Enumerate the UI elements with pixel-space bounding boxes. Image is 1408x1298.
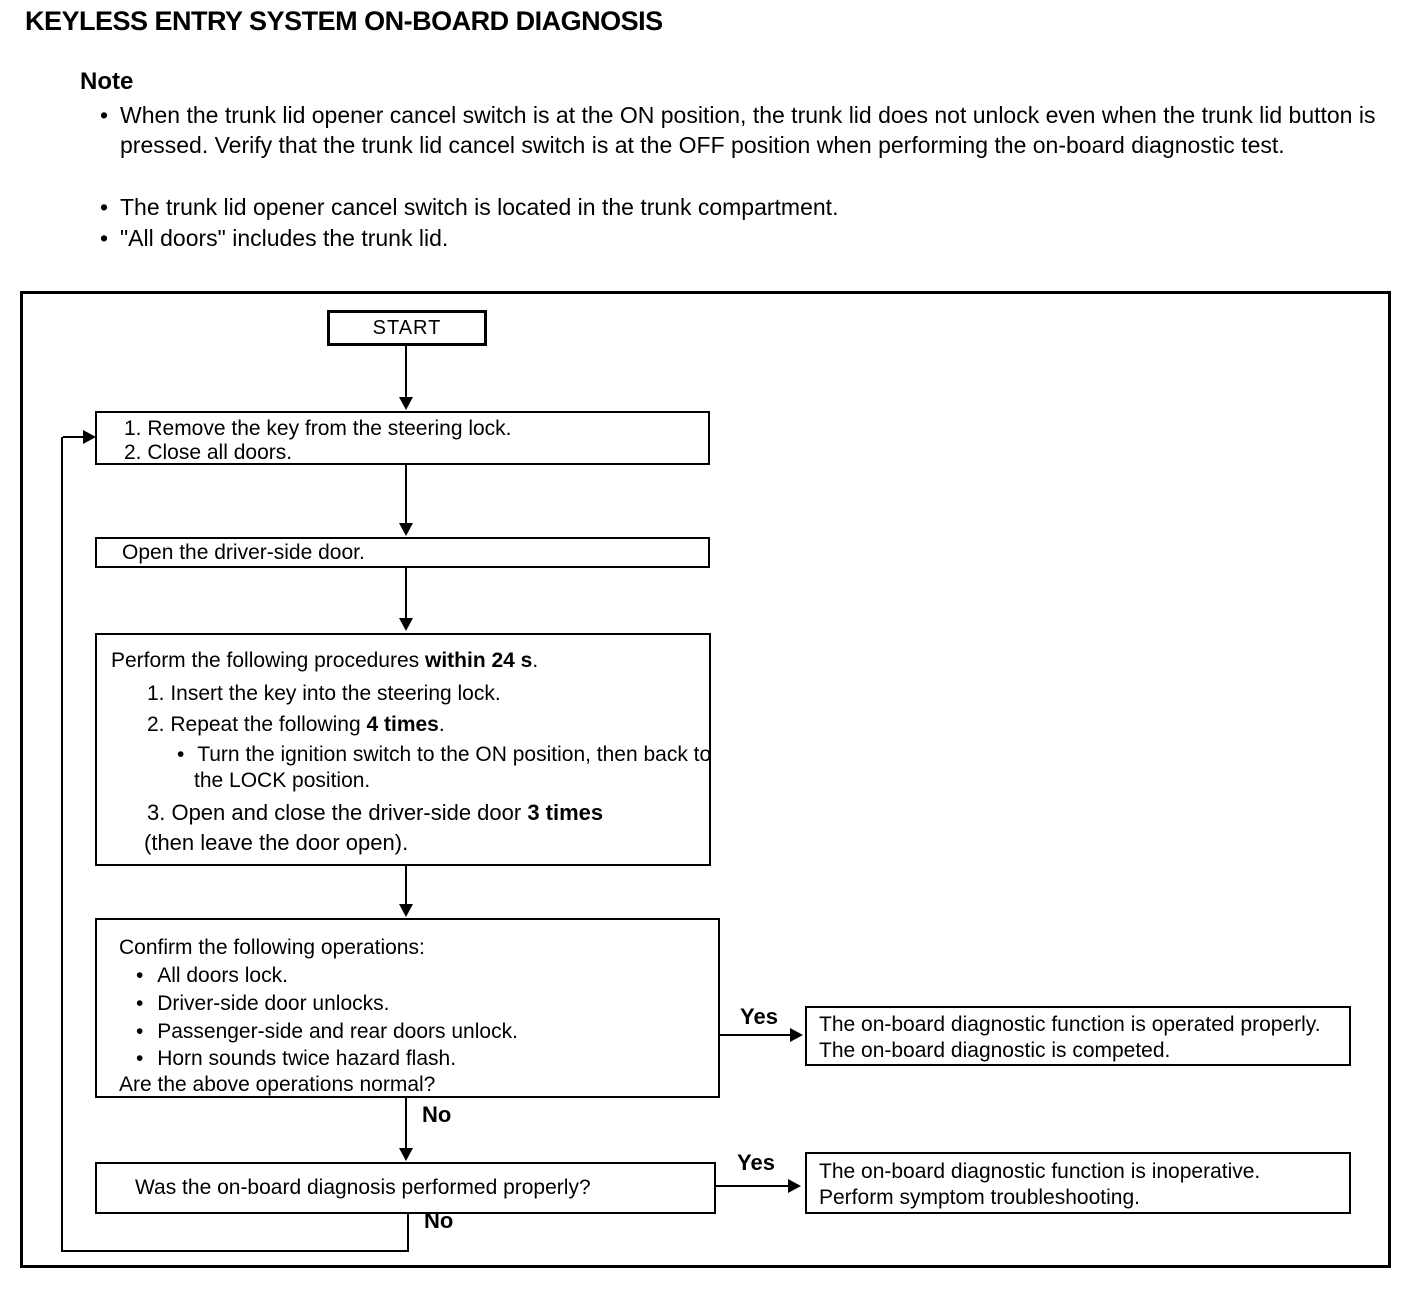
connector-line — [405, 346, 407, 399]
step3-intro-plain: Perform the following procedures — [111, 649, 425, 672]
start-node: START — [327, 310, 487, 346]
step3-sub-bullet: • Turn the ignition switch to the ON pos… — [177, 743, 711, 767]
result-ok-line2: The on-board diagnostic is competed. — [819, 1039, 1171, 1062]
step4-check: • All doors lock. — [136, 964, 288, 988]
step4-check-text: Passenger-side and rear doors unlock. — [157, 1020, 518, 1043]
start-label: START — [372, 317, 442, 339]
step3-intro-bold: within 24 s — [425, 649, 533, 672]
step2-text: Open the driver-side door. — [122, 540, 365, 564]
result-bad-box: The on-board diagnostic function is inop… — [805, 1152, 1351, 1214]
step4-check-text: Horn sounds twice hazard flash. — [157, 1047, 457, 1070]
step4-check: • Driver-side door unlocks. — [136, 992, 389, 1016]
step3-item3-plain: 3. Open and close the driver-side door — [147, 800, 528, 825]
step1-box: 1. Remove the key from the steering lock… — [95, 411, 710, 465]
step3-box: Perform the following procedures within … — [95, 633, 711, 866]
bullet-icon: • — [136, 992, 144, 1015]
decision2-box: Was the on-board diagnosis performed pro… — [95, 1162, 716, 1214]
step3-item2: 2. Repeat the following 4 times. — [147, 713, 445, 737]
bullet-icon: • — [100, 194, 109, 220]
note-bullet-text: The trunk lid opener cancel switch is lo… — [120, 194, 839, 220]
bullet-icon: • — [100, 102, 109, 128]
step3-item2-bold: 4 times — [366, 713, 439, 736]
step1-line2: 2. Close all doors. — [124, 441, 293, 464]
bullet-icon: • — [100, 225, 109, 251]
no-label: No — [422, 1102, 452, 1127]
step1-line1: 1. Remove the key from the steering lock… — [124, 417, 512, 440]
step4-question: Are the above operations normal? — [119, 1073, 436, 1096]
step3-item3-cont: (then leave the door open). — [144, 830, 409, 855]
step3-intro: Perform the following procedures within … — [111, 649, 538, 673]
step3-item2-plain: 2. Repeat the following — [147, 713, 367, 736]
step3-item2-end: . — [438, 713, 445, 736]
page-title: KEYLESS ENTRY SYSTEM ON-BOARD DIAGNOSIS — [25, 6, 663, 36]
note-bullet-text: "All doors" includes the trunk lid. — [120, 225, 449, 251]
bullet-icon: • — [136, 1047, 144, 1070]
connector-line — [405, 568, 407, 620]
connector-line — [63, 436, 85, 438]
step4-check-text: All doors lock. — [157, 964, 288, 987]
bullet-icon: • — [136, 1020, 144, 1043]
arrow-right-icon — [790, 1028, 803, 1042]
arrow-right-icon — [788, 1179, 801, 1193]
step3-sub-line2: the LOCK position. — [194, 769, 371, 792]
arrow-down-icon — [399, 523, 413, 536]
result-ok-line1: The on-board diagnostic function is oper… — [819, 1013, 1321, 1036]
result-ok-box: The on-board diagnostic function is oper… — [805, 1006, 1351, 1066]
connector-line — [716, 1185, 790, 1187]
result-bad-line2: Perform symptom troubleshooting. — [819, 1186, 1140, 1209]
step3-item3-bold: 3 times — [527, 800, 604, 825]
arrow-down-icon — [399, 1148, 413, 1161]
connector-line — [61, 1250, 409, 1252]
arrow-down-icon — [399, 618, 413, 631]
connector-line — [407, 1214, 409, 1252]
step2-box: Open the driver-side door. — [95, 537, 710, 568]
step4-intro: Confirm the following operations: — [119, 936, 425, 959]
connector-line — [405, 866, 407, 906]
step3-sub-line1: Turn the ignition switch to the ON posit… — [197, 743, 712, 766]
step4-check: • Passenger-side and rear doors unlock. — [136, 1020, 518, 1044]
bullet-icon: • — [177, 743, 185, 766]
connector-line — [405, 1098, 407, 1150]
yes-label: Yes — [737, 1150, 775, 1175]
note-bullet-text: When the trunk lid opener cancel switch … — [120, 102, 1376, 158]
note-bullet: • "All doors" includes the trunk lid. — [100, 223, 1390, 253]
note-bullet: • When the trunk lid opener cancel switc… — [100, 100, 1390, 160]
connector-line — [61, 437, 63, 1252]
flowchart-border — [20, 291, 1391, 1268]
step4-check: • Horn sounds twice hazard flash. — [136, 1047, 456, 1071]
note-heading: Note — [80, 68, 134, 95]
step3-intro-end: . — [532, 649, 539, 672]
bullet-icon: • — [136, 964, 144, 987]
step3-item3: 3. Open and close the driver-side door 3… — [147, 801, 603, 825]
result-bad-line1: The on-board diagnostic function is inop… — [819, 1160, 1261, 1183]
step4-box: Confirm the following operations: • All … — [95, 918, 720, 1098]
connector-line — [720, 1034, 792, 1036]
arrow-right-icon — [83, 430, 96, 444]
yes-label: Yes — [740, 1004, 778, 1029]
connector-line — [405, 465, 407, 525]
step4-check-text: Driver-side door unlocks. — [157, 992, 390, 1015]
note-bullet: • The trunk lid opener cancel switch is … — [100, 192, 1390, 222]
arrow-down-icon — [399, 397, 413, 410]
decision2-text: Was the on-board diagnosis performed pro… — [135, 1176, 591, 1199]
no-label: No — [424, 1208, 454, 1233]
arrow-down-icon — [399, 904, 413, 917]
step3-item1: 1. Insert the key into the steering lock… — [147, 682, 501, 705]
